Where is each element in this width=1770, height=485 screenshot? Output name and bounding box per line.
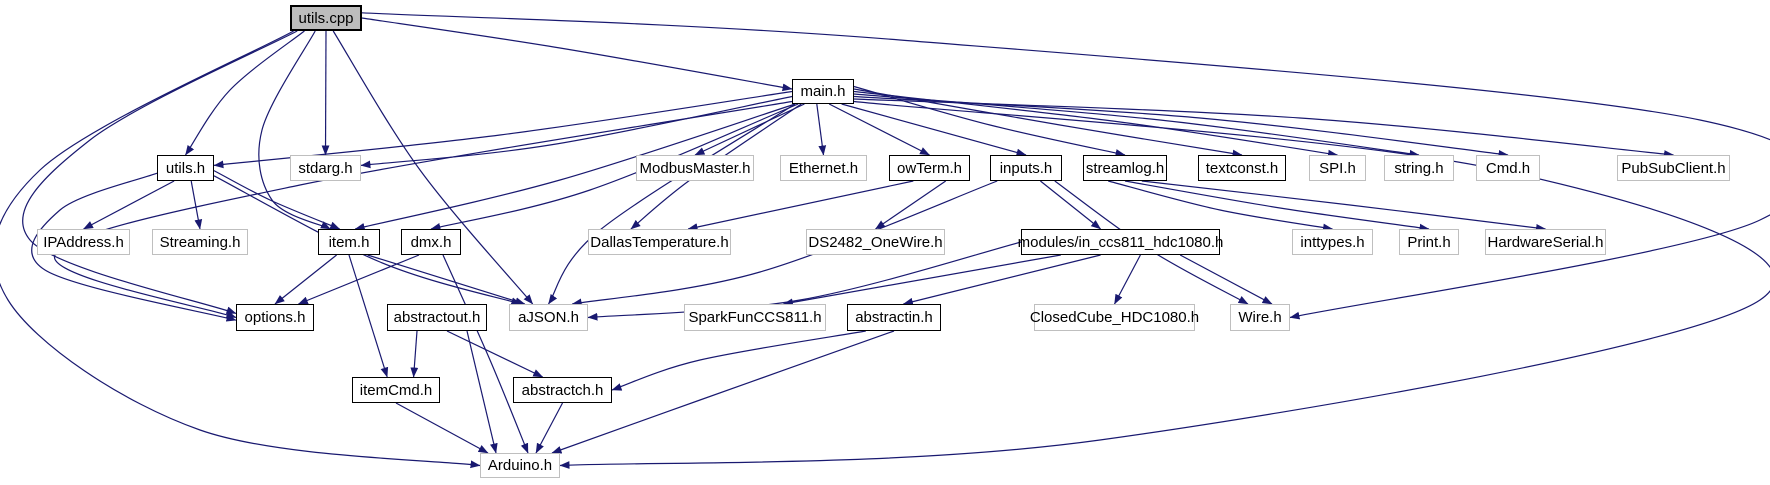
node-textconst-h[interactable]: textconst.h <box>1198 155 1286 181</box>
edge-main_h-to-item_h <box>354 103 796 231</box>
node-ds2482-onewire-h[interactable]: DS2482_OneWire.h <box>806 229 945 255</box>
node-sparkfunccs811-h[interactable]: SparkFunCCS811.h <box>684 304 826 331</box>
edge-utils_h-to-item_h <box>213 170 341 230</box>
edge-streamlog_h-to-inttypes_h <box>1108 180 1333 232</box>
edge-utils_cpp-to-stdarg_h <box>321 30 330 156</box>
edge-streamlog_h-to-hardwareserial_h <box>1141 180 1546 232</box>
edge-main_h-to-spi_h <box>853 90 1338 158</box>
node-utils-h[interactable]: utils.h <box>157 155 214 181</box>
edge-main_h-to-utils_h <box>213 90 793 169</box>
edge-main_h-to-string_h <box>853 93 1420 158</box>
edge-main_h-to-pubsubclient_h <box>853 98 1674 158</box>
edge-dmx_h-to-arduino_h <box>442 254 529 454</box>
edge-in_ccs811_hdc1080_h-to-ajson_h <box>587 241 1022 321</box>
edge-in_ccs811_hdc1080_h-to-abstractin_h <box>902 254 1101 306</box>
edge-main_h-to-cmd_h <box>853 95 1509 158</box>
node-owterm-h[interactable]: owTerm.h <box>889 155 970 181</box>
node-abstractin-h[interactable]: abstractin.h <box>847 304 941 331</box>
node-spi-h[interactable]: SPI.h <box>1309 155 1366 181</box>
edge-main_h-to-streamlog_h <box>853 85 1126 157</box>
node-string-h[interactable]: string.h <box>1384 155 1454 181</box>
edge-itemcmd_h-to-arduino_h <box>395 402 489 454</box>
node-utils-cpp[interactable]: utils.cpp <box>290 5 362 31</box>
edge-in_ccs811_hdc1080_h-to-closedcube_hdc1080_h <box>1113 254 1141 305</box>
edge-item_h-to-itemcmd_h <box>348 254 389 378</box>
edge-item_h-to-options_h <box>274 254 337 305</box>
edge-main_h-to-ajson_h <box>548 103 796 305</box>
node-stdarg-h[interactable]: stdarg.h <box>290 155 361 181</box>
edge-in_ccs811_hdc1080_h-to-wire_h <box>1179 254 1273 305</box>
edge-utils_cpp-to-utils_h <box>185 30 305 156</box>
node-main-h[interactable]: main.h <box>792 79 854 104</box>
edge-utils_cpp-to-arduino_h <box>0 30 481 469</box>
edge-main_h-to-ethernet_h <box>816 103 827 156</box>
edge-item_h-to-ajson_h <box>367 254 526 305</box>
node-hardwareserial-h[interactable]: HardwareSerial.h <box>1485 229 1606 255</box>
edge-abstractch_h-to-arduino_h <box>535 402 564 454</box>
node-inputs-h[interactable]: inputs.h <box>990 155 1062 181</box>
node-cmd-h[interactable]: Cmd.h <box>1476 155 1540 181</box>
edge-utils_cpp-to-ajson_h <box>332 30 534 305</box>
node-streaming-h[interactable]: Streaming.h <box>152 229 248 255</box>
edge-utils_h-to-ajson_h <box>213 175 522 306</box>
edge-inputs_h-to-in_ccs811_hdc1080_h <box>1040 180 1101 230</box>
edge-utils_h-to-streaming_h <box>190 180 203 230</box>
node-streamlog-h[interactable]: streamlog.h <box>1083 155 1167 181</box>
node-wire-h[interactable]: Wire.h <box>1230 304 1290 331</box>
edge-owterm_h-to-ds2482_onewire_h <box>875 180 947 230</box>
node-closedcube-hdc1080-h[interactable]: ClosedCube_HDC1080.h <box>1030 304 1199 331</box>
edge-abstractin_h-to-arduino_h <box>551 330 895 454</box>
node-itemcmd-h[interactable]: itemCmd.h <box>352 377 440 403</box>
edge-main_h-to-arduino_h <box>559 100 1770 469</box>
edge-streamlog_h-to-print_h <box>1124 180 1430 232</box>
node-inttypes-h[interactable]: inttypes.h <box>1292 229 1373 255</box>
node-dmx-h[interactable]: dmx.h <box>401 229 461 255</box>
node-modbusmaster-h[interactable]: ModbusMaster.h <box>636 155 754 181</box>
edge-inputs_h-to-ajson_h <box>571 180 998 307</box>
edge-utils_cpp-to-main_h <box>361 17 793 92</box>
edge-dmx_h-to-options_h <box>297 254 420 305</box>
edge-main_h-to-dmx_h <box>430 103 799 231</box>
node-print-h[interactable]: Print.h <box>1399 229 1459 255</box>
edge-abstractin_h-to-abstractch_h <box>611 330 866 391</box>
edge-main_h-to-modbusmaster_h <box>694 103 805 156</box>
node-pubsubclient-h[interactable]: PubSubClient.h <box>1617 155 1730 181</box>
node-in-ccs811-hdc1080-h[interactable]: modules/in_ccs811_hdc1080.h <box>1018 229 1223 255</box>
edge-utils_h-to-options_h <box>31 172 237 322</box>
edge-main_h-to-options_h <box>54 100 793 319</box>
edge-utils_cpp-to-options_h <box>22 30 298 315</box>
node-item-h[interactable]: item.h <box>318 229 380 255</box>
edge-utils_cpp-to-wire_h <box>361 12 1770 320</box>
node-ethernet-h[interactable]: Ethernet.h <box>780 155 867 181</box>
node-arduino-h[interactable]: Arduino.h <box>480 453 560 478</box>
edge-abstractout_h-to-abstractch_h <box>446 330 544 378</box>
node-abstractout-h[interactable]: abstractout.h <box>387 304 487 331</box>
edge-main_h-to-inputs_h <box>841 103 1027 157</box>
edge-owterm_h-to-dallastemperature_h <box>687 180 914 231</box>
edge-utils_h-to-ipaddress_h <box>83 180 175 230</box>
edge-in_ccs811_hdc1080_h-to-sparkfunccs811_h <box>782 254 1061 307</box>
node-options-h[interactable]: options.h <box>236 304 314 331</box>
node-abstractch-h[interactable]: abstractch.h <box>513 377 612 403</box>
edge-abstractout_h-to-itemcmd_h <box>410 330 419 378</box>
edge-abstractout_h-to-arduino_h <box>466 330 498 454</box>
node-ajson-h[interactable]: aJSON.h <box>509 304 588 331</box>
edge-main_h-to-owterm_h <box>828 103 930 156</box>
node-dallastemperature-h[interactable]: DallasTemperature.h <box>588 229 731 255</box>
node-ipaddress-h[interactable]: IPAddress.h <box>37 229 130 255</box>
edge-main_h-to-stdarg_h <box>360 95 793 169</box>
